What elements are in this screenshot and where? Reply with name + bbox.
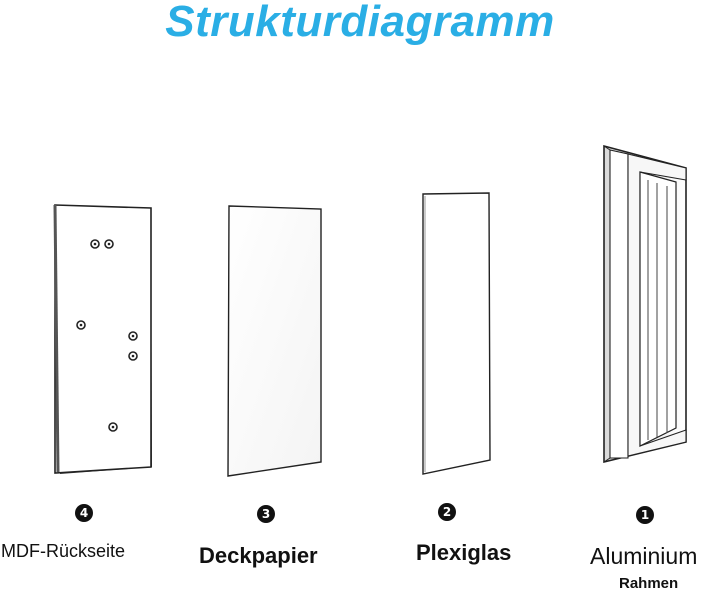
diagram-title: Strukturdiagramm: [165, 0, 555, 46]
layer-4-number-badge: 4: [75, 504, 93, 522]
layer-1-label: Aluminium: [590, 543, 698, 569]
screw-icon: [108, 422, 118, 432]
layer-1-number-badge: 1: [636, 506, 654, 524]
mdf-back-panel: [53, 204, 152, 474]
cover-paper-sheet: [227, 205, 322, 477]
plexiglass-sheet: [422, 192, 491, 475]
screw-icon: [104, 239, 114, 249]
aluminium-frame: [603, 144, 687, 464]
layer-2-label: Plexiglas: [416, 540, 512, 565]
layer-3-number-badge: 3: [257, 505, 275, 523]
layer-1-sublabel: Rahmen: [619, 575, 679, 592]
screw-icon: [76, 320, 86, 330]
screw-icon: [128, 331, 138, 341]
screw-icon: [128, 351, 138, 361]
layer-2-number-badge: 2: [438, 503, 456, 521]
screw-icon: [90, 239, 100, 249]
mdf-screws: [76, 239, 138, 432]
layer-4-label: MDF-Rückseite: [1, 541, 126, 561]
layer-3-label: Deckpapier: [199, 543, 318, 568]
